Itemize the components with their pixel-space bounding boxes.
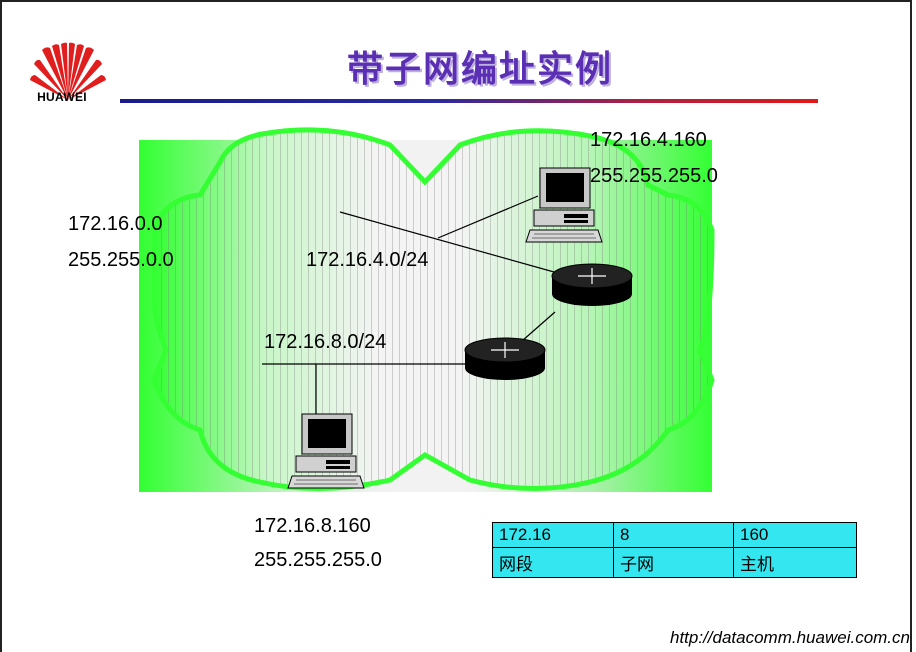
address-breakdown-table: 172.16 8 160 网段 子网 主机 <box>492 522 857 578</box>
page-title: 带子网编址实例 <box>346 49 613 90</box>
computer-icon <box>287 413 365 489</box>
table-cell: 主机 <box>733 547 857 578</box>
title-divider <box>120 99 818 103</box>
major-network-mask: 255.255.0.0 <box>68 249 174 271</box>
table-cell: 网段 <box>492 547 614 578</box>
table-cell: 子网 <box>613 547 734 578</box>
table-cell: 160 <box>733 522 857 548</box>
host-bottom-address: 172.16.8.160 <box>254 515 371 537</box>
lower-subnet-label: 172.16.8.0/24 <box>264 331 387 353</box>
network-links <box>262 195 556 418</box>
computer-icon <box>525 167 603 243</box>
upper-subnet-label: 172.16.4.0/24 <box>306 249 429 271</box>
cloud-outline <box>151 127 715 491</box>
footer-url: http://datacomm.huawei.com.cn <box>669 628 910 647</box>
host-top-address: 172.16.4.160 <box>590 129 707 151</box>
major-network-address: 172.16.0.0 <box>68 213 163 235</box>
table-cell: 172.16 <box>492 522 614 548</box>
table-row: 172.16 8 160 <box>492 522 857 548</box>
table-row: 网段 子网 主机 <box>492 547 857 578</box>
router-icon <box>464 337 546 380</box>
host-top-link <box>437 195 539 239</box>
router-icon <box>551 263 633 306</box>
host-bottom-mask: 255.255.255.0 <box>254 549 382 571</box>
upper-subnet-link <box>339 211 555 273</box>
table-cell: 8 <box>613 522 734 548</box>
huawei-logo <box>30 42 106 100</box>
host-top-mask: 255.255.255.0 <box>590 165 718 187</box>
logo-text: HUAWEI <box>37 90 87 104</box>
cloud-hatching <box>154 129 712 489</box>
